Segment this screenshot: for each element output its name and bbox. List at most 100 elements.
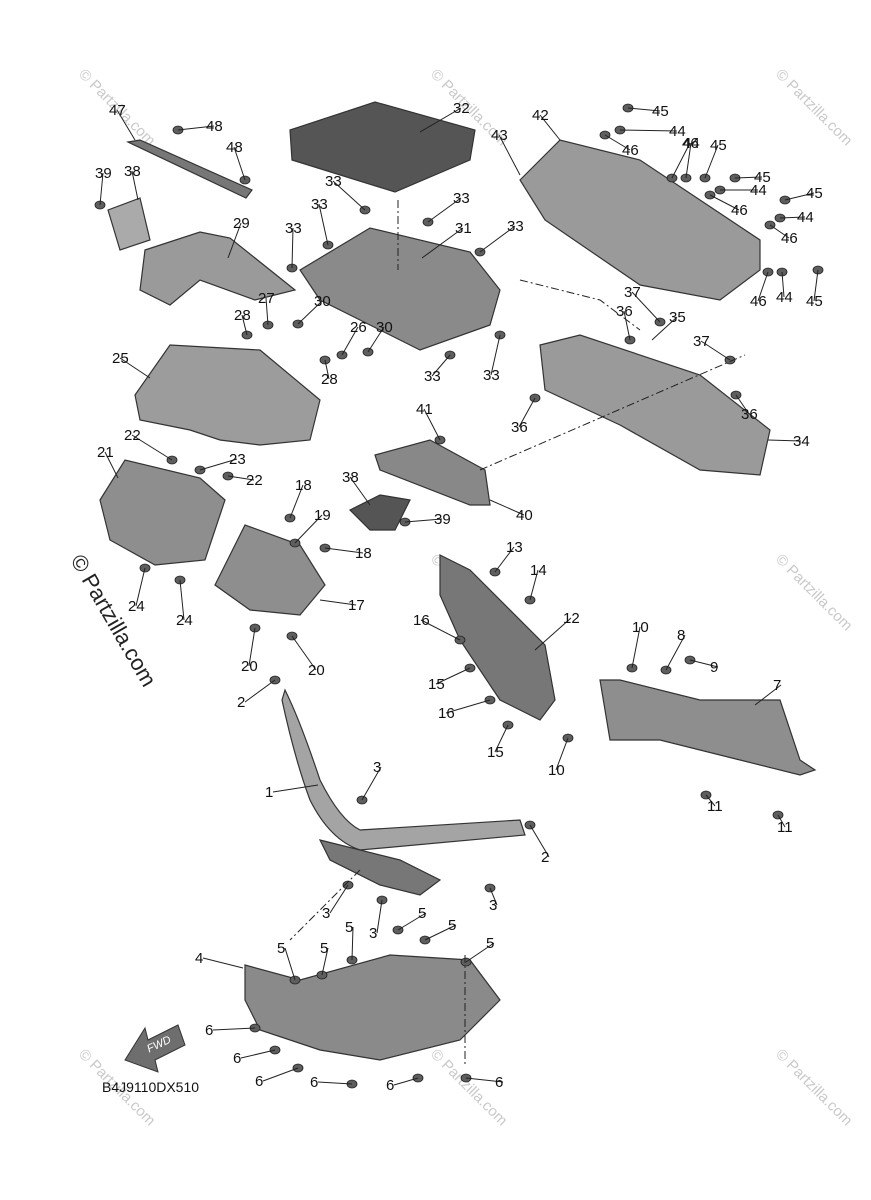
leader-line-8 <box>665 634 686 671</box>
leader-line-44 <box>619 129 678 132</box>
assembly-line <box>289 869 361 941</box>
callout-45: 45 <box>710 137 727 154</box>
part-38-clip <box>107 197 151 251</box>
leader-line-18 <box>289 484 304 519</box>
leader-line-11 <box>777 814 786 828</box>
leader-line-6 <box>240 1049 276 1059</box>
leader-line-42 <box>539 114 561 141</box>
leader-line-1 <box>272 784 319 793</box>
leader-line-46 <box>757 271 769 302</box>
callout-28: 28 <box>321 371 338 388</box>
leader-line-48 <box>177 125 215 131</box>
leader-line-46 <box>671 142 691 179</box>
callout-33: 33 <box>325 173 342 190</box>
leader-line-29 <box>227 222 242 259</box>
leader-line-22 <box>227 475 255 481</box>
diagram-code: B4J9110DX510 <box>102 1079 199 1095</box>
leader-line-5 <box>321 947 329 976</box>
callout-11: 11 <box>707 798 723 815</box>
part-31-cover <box>299 227 501 351</box>
callout-24: 24 <box>128 598 145 615</box>
callout-16: 16 <box>438 705 455 722</box>
callout-46: 46 <box>622 142 639 159</box>
leader-line-3 <box>489 887 498 906</box>
leader-line-12 <box>534 617 572 651</box>
callout-42: 42 <box>532 107 549 124</box>
leader-line-36 <box>735 394 750 415</box>
part-40-bar <box>374 439 491 506</box>
callout-44: 44 <box>683 135 700 152</box>
callout-44: 44 <box>776 289 793 306</box>
leader-line-33 <box>479 225 516 253</box>
callout-33: 33 <box>483 367 500 384</box>
callout-6: 6 <box>310 1074 318 1091</box>
leader-line-15 <box>494 724 509 753</box>
part-47-bar <box>126 139 253 199</box>
callout-8: 8 <box>677 627 685 644</box>
callout-38: 38 <box>342 469 359 486</box>
callout-46: 46 <box>731 202 748 219</box>
part-21-box <box>99 459 226 566</box>
part-32-mat <box>289 101 476 193</box>
leader-line-7 <box>754 684 782 706</box>
callout-12: 12 <box>563 610 580 627</box>
callout-13: 13 <box>506 539 523 556</box>
callout-18: 18 <box>295 477 312 494</box>
callout-30: 30 <box>376 319 393 336</box>
leader-line-11 <box>705 794 716 807</box>
callout-25: 25 <box>112 350 129 367</box>
callout-33: 33 <box>424 368 441 385</box>
callout-3: 3 <box>373 759 381 776</box>
leader-line-33 <box>490 334 501 376</box>
leader-line-40 <box>489 499 525 516</box>
leader-line-5 <box>424 924 457 941</box>
leader-line-6 <box>465 1077 504 1083</box>
assembly-line <box>479 354 746 471</box>
callout-22: 22 <box>124 427 141 444</box>
leader-line-20 <box>291 635 317 671</box>
assembly-line <box>519 279 641 331</box>
leader-line-31 <box>421 227 464 259</box>
leader-line-18 <box>324 547 364 554</box>
callout-6: 6 <box>233 1050 241 1067</box>
leader-line-4 <box>202 957 244 969</box>
leader-line-45 <box>627 107 661 112</box>
leader-line-24 <box>179 579 185 621</box>
callout-30: 30 <box>314 293 331 310</box>
callout-19: 19 <box>314 507 331 524</box>
leader-line-46 <box>709 194 740 211</box>
callout-46: 46 <box>781 230 798 247</box>
leader-line-32 <box>419 107 462 133</box>
callout-46: 46 <box>750 293 767 310</box>
callout-6: 6 <box>255 1073 263 1090</box>
leader-line-5 <box>465 942 495 963</box>
leader-line-30 <box>297 300 323 325</box>
leader-line-21 <box>104 451 119 479</box>
callout-44: 44 <box>797 209 814 226</box>
leader-line-39 <box>404 518 443 523</box>
callout-37: 37 <box>693 333 710 350</box>
leader-line-3 <box>376 899 383 934</box>
callout-47: 47 <box>109 102 126 119</box>
fwd-arrow: FWD <box>124 1024 186 1073</box>
callout-34: 34 <box>793 433 810 450</box>
leader-line-6 <box>262 1067 299 1082</box>
part-4-skid-plate <box>244 954 501 1061</box>
leader-line-23 <box>199 458 238 471</box>
leader-line-38 <box>349 476 371 506</box>
callout-48: 48 <box>226 139 243 156</box>
callout-48: 48 <box>206 118 223 135</box>
callout-1: 1 <box>265 784 273 801</box>
callout-33: 33 <box>507 218 524 235</box>
callout-10: 10 <box>632 619 649 636</box>
callout-10: 10 <box>548 762 565 779</box>
part-17-box <box>214 524 326 616</box>
leader-line-44 <box>779 216 806 219</box>
callout-29: 29 <box>233 215 250 232</box>
part-34-panel <box>539 334 771 476</box>
callout-5: 5 <box>448 917 456 934</box>
leader-line-41 <box>423 408 441 441</box>
callout-6: 6 <box>495 1074 503 1091</box>
callout-44: 44 <box>750 182 767 199</box>
callout-45: 45 <box>806 293 823 310</box>
